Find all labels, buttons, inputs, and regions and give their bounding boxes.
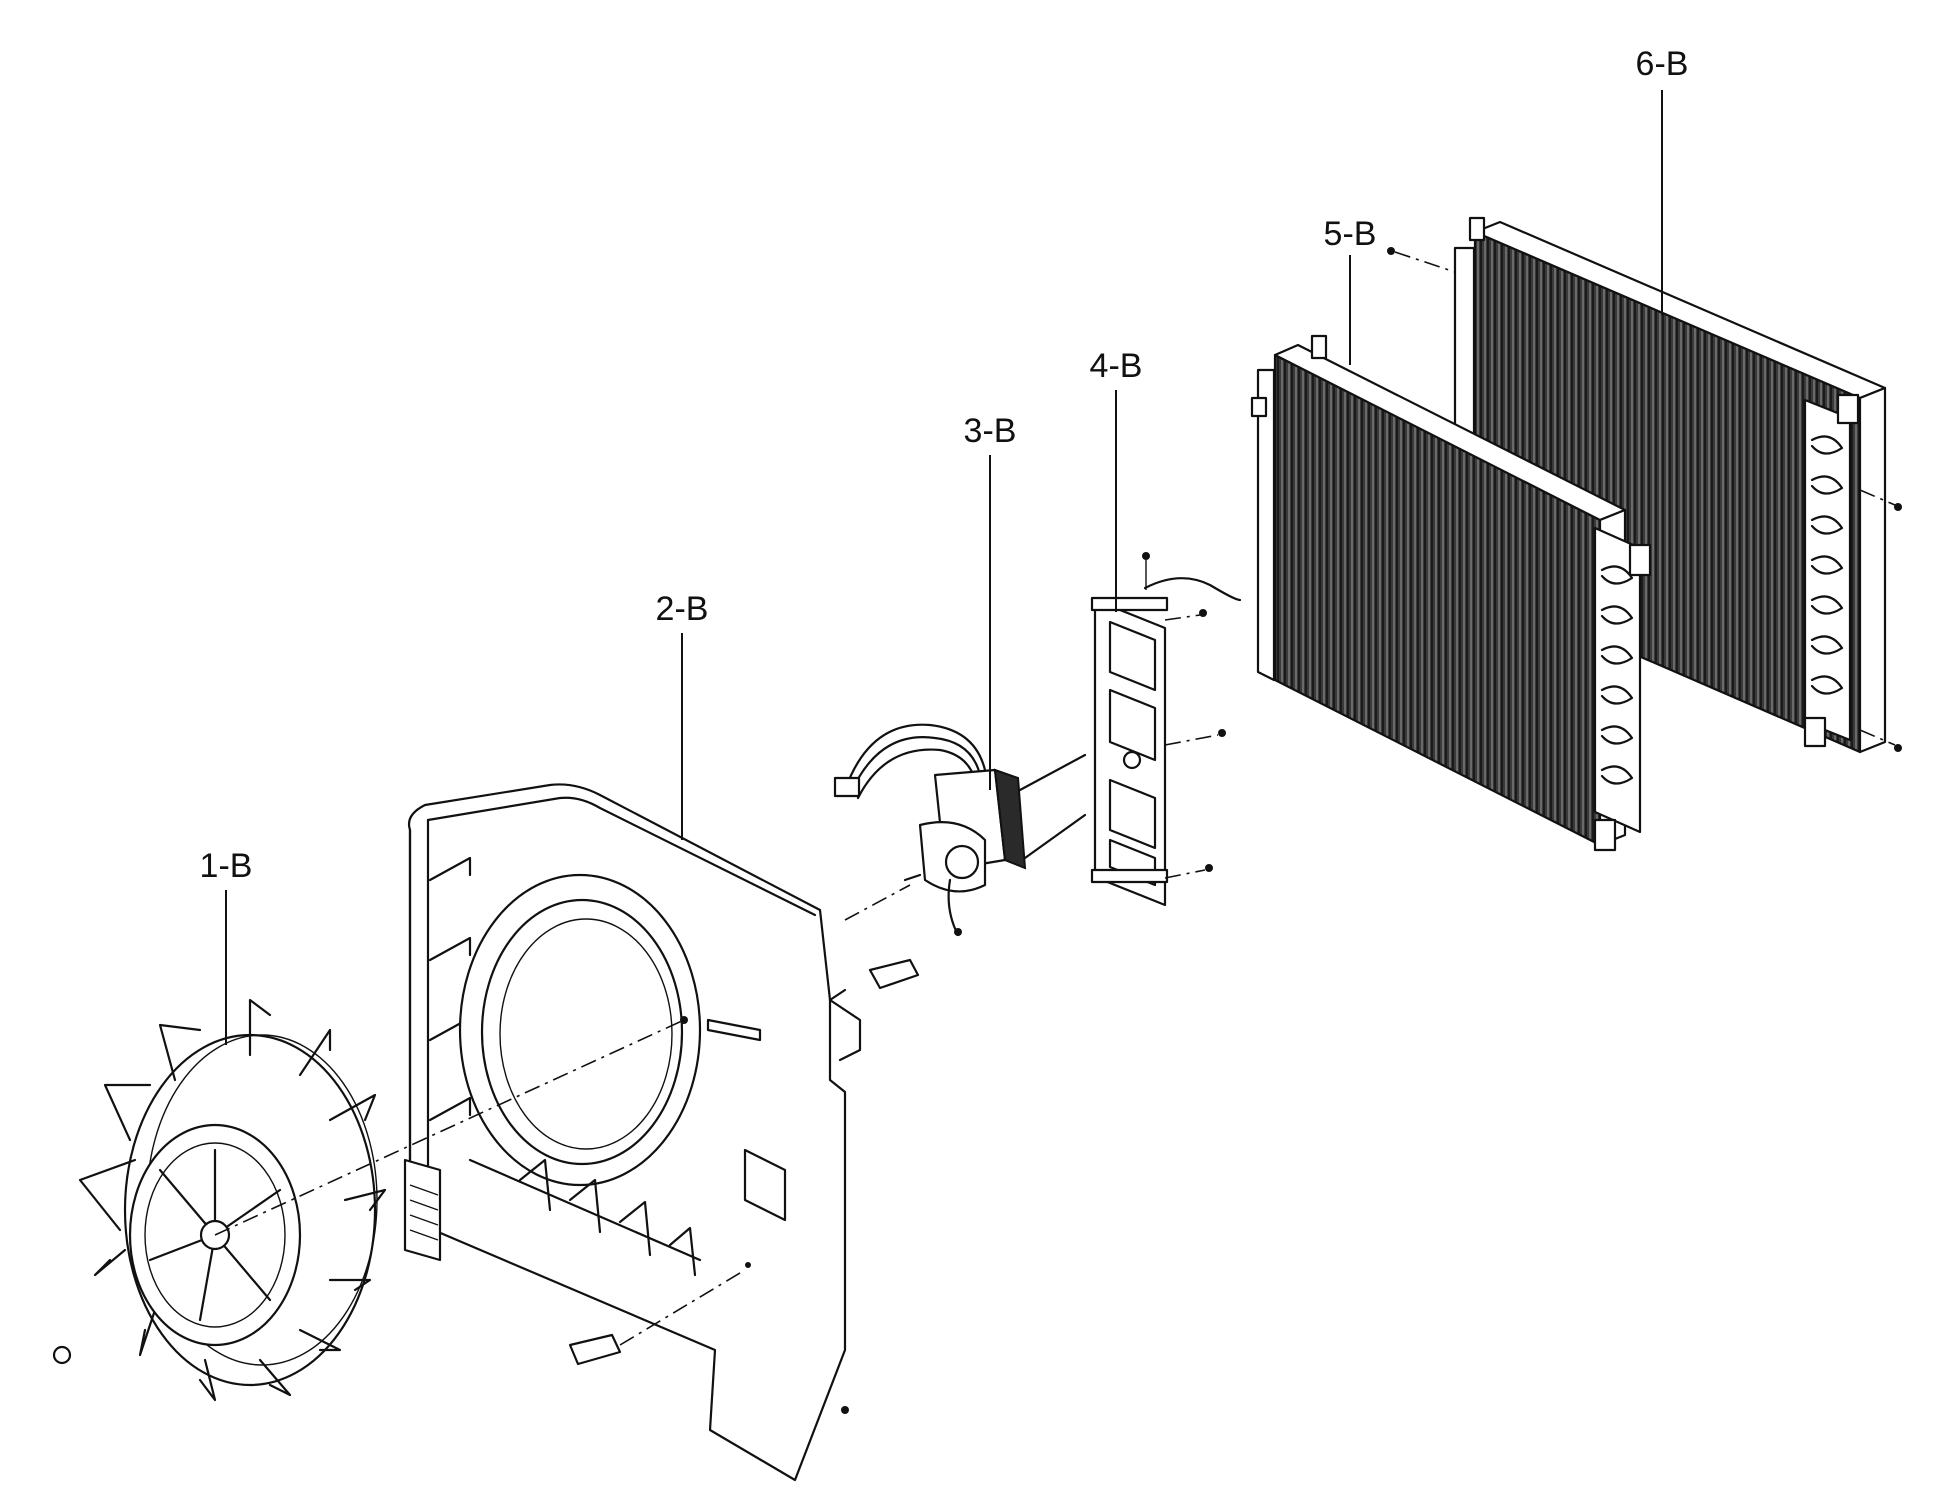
label-6b: 6-B [1636, 45, 1689, 83]
label-5b: 5-B [1324, 215, 1377, 253]
blower-housing-2b [403, 783, 920, 1482]
blower-wheel-1b [52, 998, 685, 1402]
leader-lines [225, 90, 1663, 1045]
part-labels: 6-B 5-B 4-B 3-B 2-B 1-B [200, 45, 1689, 885]
motor-bracket-4b [1090, 552, 1242, 907]
fan-motor-3b [833, 723, 1087, 937]
label-4b: 4-B [1090, 347, 1143, 385]
label-3b: 3-B [964, 412, 1017, 450]
coil-5b [1250, 334, 1652, 852]
label-1b: 1-B [200, 847, 253, 885]
label-2b: 2-B [656, 590, 709, 628]
